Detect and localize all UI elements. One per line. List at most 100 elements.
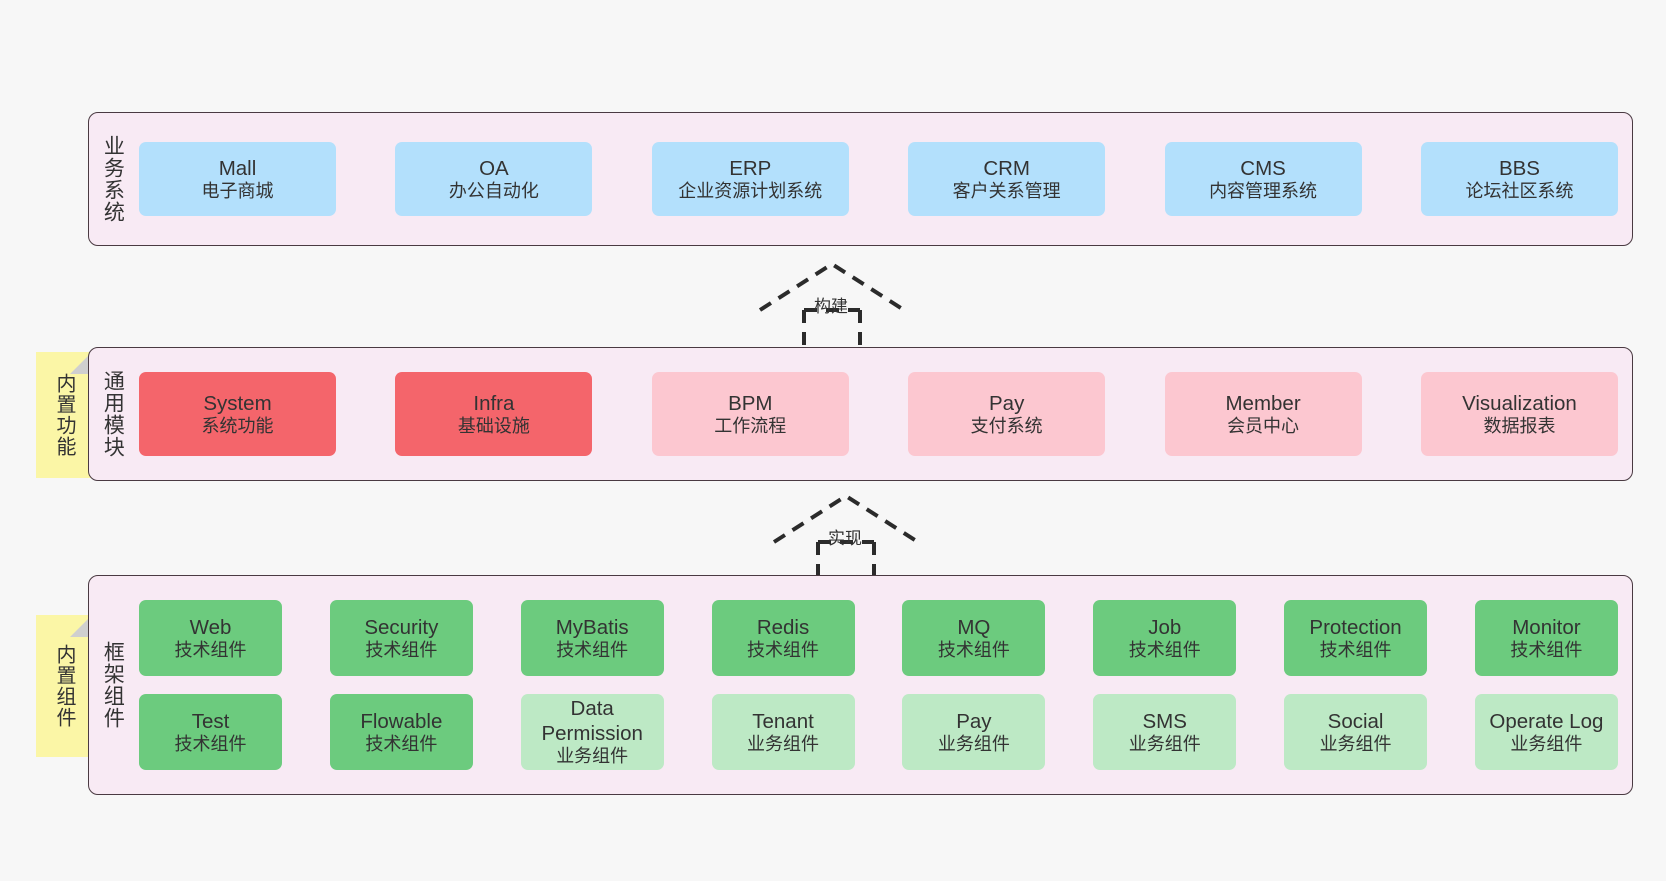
card-name: System: [203, 391, 272, 415]
business-card-bbs[interactable]: BBS 论坛社区系统: [1420, 142, 1618, 216]
module-card-visualization[interactable]: Visualization 数据报表: [1420, 372, 1618, 456]
card-subtitle: 技术组件: [174, 733, 247, 754]
card-subtitle: 系统功能: [201, 415, 274, 436]
framework-card-flowable[interactable]: Flowable 技术组件: [329, 694, 473, 770]
framework-card-security[interactable]: Security 技术组件: [329, 600, 473, 676]
note-builtin-component: 内置组件: [36, 615, 92, 757]
card-name: Pay: [956, 709, 992, 733]
card-name: Web: [189, 615, 232, 639]
card-name: Test: [191, 709, 230, 733]
card-subtitle: 技术组件: [747, 639, 820, 660]
card-subtitle: 电子商城: [201, 180, 274, 201]
card-subtitle: 技术组件: [365, 733, 438, 754]
module-card-member[interactable]: Member 会员中心: [1164, 372, 1362, 456]
card-subtitle: 会员中心: [1227, 415, 1300, 436]
card-subtitle: 支付系统: [970, 415, 1043, 436]
framework-card-social[interactable]: Social 业务组件: [1284, 694, 1428, 770]
card-name: Security: [364, 615, 439, 639]
card-name: Tenant: [752, 709, 814, 733]
card-subtitle: 业务组件: [937, 733, 1010, 754]
framework-card-protection[interactable]: Protection 技术组件: [1284, 600, 1428, 676]
connector-arrowhead: [772, 493, 920, 544]
layer-common-modules: 通用模块 System 系统功能 Infra 基础设施 BPM 工作流程 Pay…: [88, 347, 1633, 481]
card-subtitle: 业务组件: [1510, 733, 1583, 754]
layer-common-modules-body: System 系统功能 Infra 基础设施 BPM 工作流程 Pay 支付系统…: [135, 348, 1632, 480]
card-subtitle: 数据报表: [1483, 415, 1556, 436]
framework-card-pay[interactable]: Pay 业务组件: [902, 694, 1046, 770]
module-card-pay[interactable]: Pay 支付系统: [908, 372, 1106, 456]
framework-card-tenant[interactable]: Tenant 业务组件: [711, 694, 855, 770]
card-name: BPM: [728, 391, 773, 415]
card-subtitle: 企业资源计划系统: [678, 180, 823, 201]
layer-framework-components-title: 框架组件: [101, 641, 125, 729]
connector-arrowhead: [758, 261, 906, 312]
business-systems-row: Mall 电子商城 OA 办公自动化 ERP 企业资源计划系统 CRM 客户关系…: [139, 142, 1618, 216]
layer-business-systems-title: 业务系统: [101, 135, 125, 223]
card-subtitle: 办公自动化: [448, 180, 539, 201]
layer-common-modules-title: 通用模块: [101, 370, 125, 458]
framework-card-test[interactable]: Test 技术组件: [139, 694, 282, 770]
connector-build: 构建: [752, 258, 912, 352]
card-subtitle: 内容管理系统: [1209, 180, 1318, 201]
card-subtitle: 业务组件: [1319, 733, 1392, 754]
framework-row-1: Web 技术组件 Security 技术组件 MyBatis 技术组件 Redi…: [139, 600, 1618, 676]
card-subtitle: 技术组件: [937, 639, 1010, 660]
card-name: OA: [479, 156, 509, 180]
card-name: BBS: [1498, 156, 1540, 180]
card-subtitle: 业务组件: [747, 733, 820, 754]
card-subtitle: 客户关系管理: [952, 180, 1061, 201]
framework-card-sms[interactable]: SMS 业务组件: [1093, 694, 1237, 770]
card-name: Mall: [218, 156, 257, 180]
module-card-infra[interactable]: Infra 基础设施: [395, 372, 593, 456]
framework-card-operate-log[interactable]: Operate Log 业务组件: [1474, 694, 1618, 770]
card-subtitle: 基础设施: [457, 415, 530, 436]
card-name: Job: [1148, 615, 1182, 639]
card-name: CRM: [983, 156, 1031, 180]
card-name: SMS: [1142, 709, 1187, 733]
card-subtitle: 工作流程: [714, 415, 787, 436]
card-name: Flowable: [360, 709, 443, 733]
note-builtin-component-label: 内置组件: [53, 644, 75, 728]
card-subtitle: 技术组件: [174, 639, 247, 660]
card-name: ERP: [729, 156, 772, 180]
framework-card-data-permission[interactable]: Data Permission 业务组件: [520, 694, 664, 770]
business-card-mall[interactable]: Mall 电子商城: [139, 142, 336, 216]
card-name: Social: [1327, 709, 1384, 733]
card-name: Data Permission: [541, 697, 643, 746]
card-subtitle: 技术组件: [1128, 639, 1201, 660]
layer-business-systems-body: Mall 电子商城 OA 办公自动化 ERP 企业资源计划系统 CRM 客户关系…: [135, 113, 1632, 245]
card-subtitle: 技术组件: [1510, 639, 1583, 660]
card-subtitle: 技术组件: [556, 639, 629, 660]
card-name: Protection: [1309, 615, 1402, 639]
connector-implement: 实现: [766, 490, 926, 584]
card-name: Visualization: [1462, 391, 1577, 415]
card-name: CMS: [1240, 156, 1286, 180]
card-subtitle: 论坛社区系统: [1465, 180, 1574, 201]
connector-implement-label: 实现: [828, 529, 862, 548]
connector-build-label: 构建: [814, 297, 848, 316]
business-card-erp[interactable]: ERP 企业资源计划系统: [651, 142, 849, 216]
layer-framework-components-body: Web 技术组件 Security 技术组件 MyBatis 技术组件 Redi…: [135, 576, 1632, 794]
card-name: Infra: [473, 391, 515, 415]
framework-card-mybatis[interactable]: MyBatis 技术组件: [520, 600, 664, 676]
layer-framework-components: 框架组件 Web 技术组件 Security 技术组件 MyBatis 技术组件…: [88, 575, 1633, 795]
business-card-oa[interactable]: OA 办公自动化: [395, 142, 593, 216]
framework-card-web[interactable]: Web 技术组件: [139, 600, 282, 676]
framework-card-redis[interactable]: Redis 技术组件: [711, 600, 855, 676]
card-subtitle: 业务组件: [556, 746, 629, 767]
card-subtitle: 业务组件: [1128, 733, 1201, 754]
business-card-cms[interactable]: CMS 内容管理系统: [1164, 142, 1362, 216]
module-card-system[interactable]: System 系统功能: [139, 372, 336, 456]
framework-card-mq[interactable]: MQ 技术组件: [902, 600, 1046, 676]
card-name: Redis: [756, 615, 810, 639]
card-subtitle: 技术组件: [1319, 639, 1392, 660]
card-name: Operate Log: [1489, 709, 1604, 733]
card-name: Member: [1225, 391, 1301, 415]
business-card-crm[interactable]: CRM 客户关系管理: [908, 142, 1106, 216]
framework-card-monitor[interactable]: Monitor 技术组件: [1474, 600, 1618, 676]
framework-card-job[interactable]: Job 技术组件: [1093, 600, 1237, 676]
card-name: Pay: [989, 391, 1025, 415]
module-card-bpm[interactable]: BPM 工作流程: [651, 372, 849, 456]
card-subtitle: 技术组件: [365, 639, 438, 660]
common-modules-row: System 系统功能 Infra 基础设施 BPM 工作流程 Pay 支付系统…: [139, 372, 1618, 456]
